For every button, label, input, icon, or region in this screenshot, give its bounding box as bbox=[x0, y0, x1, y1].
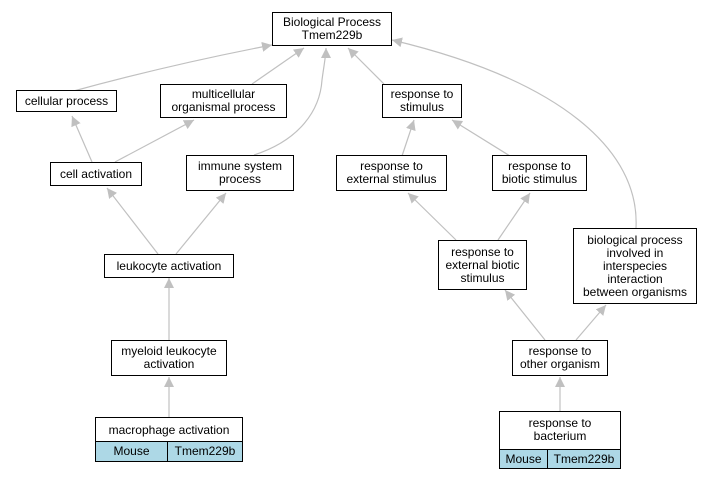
edge-other-to-interspecies bbox=[575, 304, 607, 341]
edge-interspecies-to-root bbox=[391, 37, 637, 229]
node-interspecies-label: biological process involved in interspec… bbox=[582, 232, 688, 299]
edge-biotic-to-stimulus bbox=[451, 119, 511, 157]
node-myeloid-label: myeloid leukocyte activation bbox=[121, 344, 217, 371]
node-cell-activation[interactable]: cell activation bbox=[50, 162, 142, 186]
edge-external-to-stimulus bbox=[401, 119, 416, 157]
species-cell: Mouse bbox=[499, 449, 548, 469]
node-multicellular-label: multicellular organismal process bbox=[171, 87, 276, 114]
node-macrophage-label: macrophage activation bbox=[95, 417, 243, 441]
species-cell: Mouse bbox=[95, 441, 168, 462]
node-response-biotic[interactable]: response to biotic stimulus bbox=[492, 155, 587, 191]
node-immune-system-label: immune system process bbox=[197, 159, 283, 186]
gene-cell: Tmem229b bbox=[547, 449, 621, 469]
edge-other-to-extbiotic bbox=[504, 289, 546, 341]
node-response-external[interactable]: response to external stimulus bbox=[336, 155, 447, 191]
node-other-organism-label: response to other organism bbox=[519, 344, 601, 371]
node-cell-activation-label: cell activation bbox=[59, 166, 133, 181]
edge-cellact-to-cellular bbox=[71, 115, 93, 163]
node-other-organism[interactable]: response to other organism bbox=[512, 340, 608, 376]
node-response-stimulus-label: response to stimulus bbox=[390, 87, 454, 114]
node-response-ext-biotic[interactable]: response to external biotic stimulus bbox=[438, 240, 527, 290]
edge-extbiotic-to-external bbox=[407, 192, 457, 241]
edge-extbiotic-to-biotic bbox=[497, 192, 531, 241]
edge-cellular-to-root bbox=[69, 41, 273, 93]
node-leukocyte-label: leukocyte activation bbox=[116, 258, 222, 273]
node-response-external-label: response to external stimulus bbox=[346, 159, 437, 186]
node-response-stimulus[interactable]: response to stimulus bbox=[382, 84, 462, 118]
edge-immune-to-root bbox=[253, 47, 331, 156]
edge-cellact-to-multicellular bbox=[114, 119, 195, 163]
node-cellular-process[interactable]: cellular process bbox=[16, 90, 117, 112]
node-leukocyte[interactable]: leukocyte activation bbox=[104, 254, 234, 278]
edge-stimulus-to-root bbox=[347, 47, 385, 85]
node-macrophage[interactable]: macrophage activation Mouse Tmem229b bbox=[95, 417, 243, 462]
node-multicellular[interactable]: multicellular organismal process bbox=[160, 84, 287, 118]
node-bacterium-label: response to bacterium bbox=[499, 411, 621, 449]
node-bacterium[interactable]: response to bacterium Mouse Tmem229b bbox=[499, 411, 621, 469]
node-root[interactable]: Biological Process Tmem229b bbox=[272, 12, 392, 46]
node-interspecies[interactable]: biological process involved in interspec… bbox=[573, 228, 697, 304]
edge-leukocyte-to-cellact bbox=[106, 187, 159, 255]
edge-leukocyte-to-immune bbox=[175, 192, 227, 255]
node-immune-system[interactable]: immune system process bbox=[186, 155, 294, 191]
node-cellular-process-label: cellular process bbox=[24, 93, 109, 108]
node-myeloid[interactable]: myeloid leukocyte activation bbox=[111, 340, 227, 376]
node-response-biotic-label: response to biotic stimulus bbox=[501, 159, 578, 186]
node-root-label: Biological Process Tmem229b bbox=[282, 15, 382, 42]
node-response-ext-biotic-label: response to external biotic stimulus bbox=[445, 244, 520, 285]
gene-cell: Tmem229b bbox=[167, 441, 243, 462]
edge-multicellular-to-root bbox=[251, 47, 305, 85]
